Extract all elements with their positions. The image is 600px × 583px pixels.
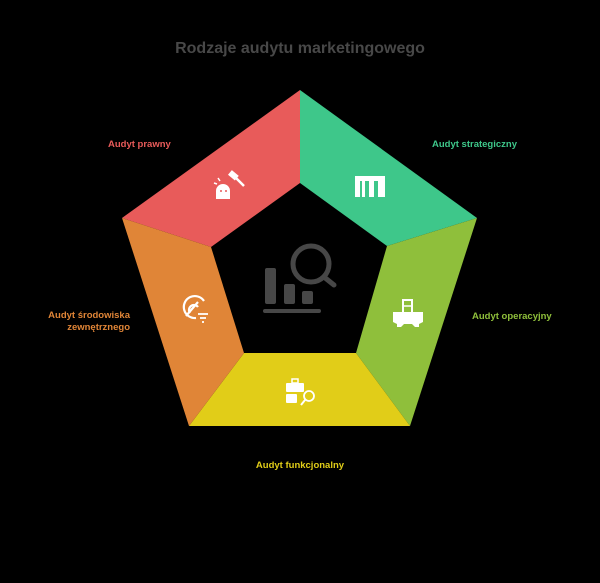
chart-search-icon — [263, 243, 337, 313]
label-operacyjny: Audyt operacyjny — [472, 311, 552, 322]
label-funkcjonalny: Audyt funkcjonalny — [255, 460, 345, 471]
segment-prawny — [122, 90, 300, 247]
label-srodowiska: Audyt środowiska zewnętrznego — [48, 310, 130, 333]
briefcase-search-icon — [286, 378, 315, 406]
strategy-icon — [355, 176, 385, 197]
segment-srodowiska — [122, 218, 244, 426]
gear-ladder-icon — [393, 299, 423, 327]
radar-filter-icon — [182, 294, 208, 323]
label-prawny: Audyt prawny — [108, 139, 171, 150]
segment-strategiczny — [300, 90, 477, 246]
diagram-title: Rodzaje audytu marketingowego — [175, 40, 425, 57]
gavel-icon — [213, 170, 245, 199]
label-strategiczny: Audyt strategiczny — [432, 139, 517, 150]
